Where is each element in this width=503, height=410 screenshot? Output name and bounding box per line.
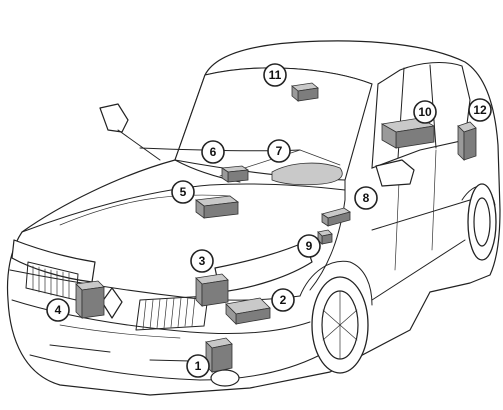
component-5 bbox=[194, 195, 240, 219]
callout-label: 8 bbox=[363, 191, 370, 205]
callout-label: 2 bbox=[280, 293, 287, 307]
component-7 bbox=[271, 162, 343, 186]
callout-label: 3 bbox=[199, 254, 206, 268]
callout-label: 6 bbox=[210, 145, 217, 159]
callout-label: 11 bbox=[269, 68, 282, 82]
callout-3: 3 bbox=[190, 249, 214, 273]
callout-9: 9 bbox=[297, 234, 321, 258]
component-8 bbox=[321, 207, 351, 227]
callout-10: 10 bbox=[413, 100, 437, 124]
components bbox=[75, 82, 477, 373]
fog-light bbox=[210, 369, 240, 387]
callout-4: 4 bbox=[46, 298, 70, 322]
callout-12: 12 bbox=[468, 98, 492, 122]
callout-label: 12 bbox=[473, 103, 487, 117]
callout-label: 7 bbox=[276, 144, 283, 158]
callouts: 1 2 3 4 5 6 7 8 bbox=[46, 63, 492, 378]
right-headlight bbox=[214, 241, 313, 293]
component-3 bbox=[195, 273, 229, 307]
callout-8: 8 bbox=[354, 186, 378, 210]
callout-7: 7 bbox=[267, 139, 291, 163]
callout-1: 1 bbox=[186, 354, 210, 378]
component-11 bbox=[291, 82, 319, 102]
component-4 bbox=[75, 280, 105, 319]
callout-label: 4 bbox=[55, 303, 62, 317]
component-6 bbox=[220, 165, 250, 183]
component-12 bbox=[457, 121, 477, 161]
callout-label: 9 bbox=[306, 239, 313, 253]
callout-label: 10 bbox=[418, 105, 432, 119]
component-1 bbox=[205, 337, 233, 373]
badge-icon bbox=[101, 287, 123, 319]
left-mirror bbox=[99, 103, 129, 133]
car-body bbox=[6, 40, 501, 396]
callout-2: 2 bbox=[271, 288, 295, 312]
callout-11: 11 bbox=[263, 63, 287, 87]
right-mirror bbox=[375, 159, 415, 187]
callout-label: 5 bbox=[180, 185, 187, 199]
callout-5: 5 bbox=[171, 180, 195, 204]
callout-label: 1 bbox=[195, 359, 202, 373]
callout-6: 6 bbox=[201, 140, 225, 164]
component-9 bbox=[317, 229, 333, 245]
component-2 bbox=[225, 297, 271, 325]
